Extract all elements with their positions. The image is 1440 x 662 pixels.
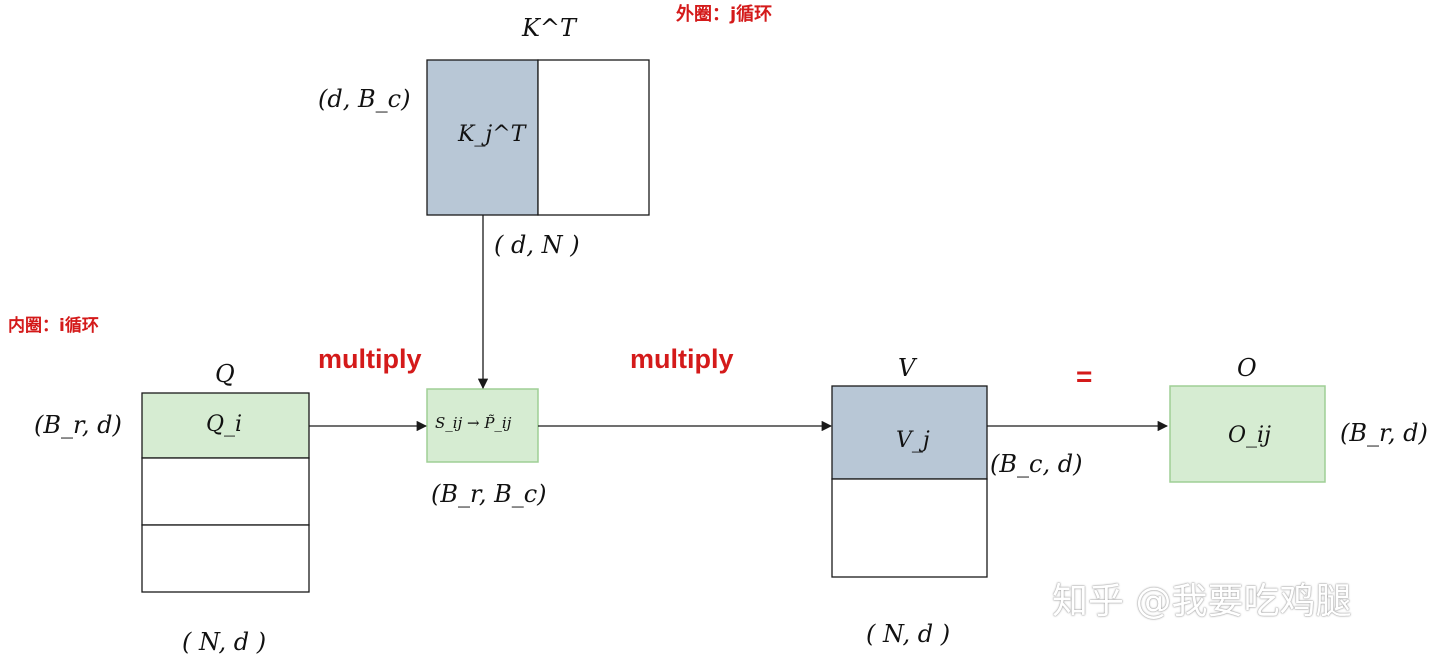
kt-block-highlight	[426, 59, 539, 216]
q-block-row-2	[141, 457, 310, 526]
s-block-label: S_ij → P̃_ij	[435, 414, 512, 432]
multiply-label-1: multiply	[318, 344, 422, 374]
o-title: O	[1237, 354, 1257, 382]
multiply-label-2: multiply	[630, 344, 734, 374]
kt-shape-label: (d, B_c)	[318, 85, 411, 113]
s-shape-label: (B_r, B_c)	[431, 480, 547, 508]
q-block-highlight	[141, 392, 310, 459]
equals-label: =	[1076, 361, 1093, 392]
q-block-label: Q_i	[206, 412, 243, 437]
q-bottom-label: ( N, d )	[182, 628, 267, 656]
kt-title: K^T	[522, 14, 577, 42]
v-title: V	[898, 354, 916, 382]
o-shape-label: (B_r, d)	[1340, 419, 1428, 447]
o-block-label: O_ij	[1228, 423, 1271, 448]
q-title: Q	[215, 360, 235, 388]
kt-block-rest	[537, 59, 650, 216]
v-bottom-label: ( N, d )	[866, 620, 951, 648]
v-block-highlight	[831, 385, 988, 480]
kt-block-label: K_j^T	[458, 122, 526, 147]
o-block	[1169, 385, 1326, 483]
outer-loop-note: 外圈：j循环	[676, 4, 773, 25]
v-block-rest	[831, 478, 988, 578]
kt-bottom-label: ( d, N )	[494, 231, 580, 259]
q-shape-label: (B_r, d)	[34, 411, 122, 439]
v-block-label: V_j	[896, 428, 930, 453]
q-block-row-3	[141, 524, 310, 593]
v-shape-label: (B_c, d)	[990, 450, 1083, 478]
inner-loop-note: 内圈：i循环	[8, 316, 99, 336]
watermark: 知乎 @我要吃鸡腿	[1052, 581, 1352, 622]
